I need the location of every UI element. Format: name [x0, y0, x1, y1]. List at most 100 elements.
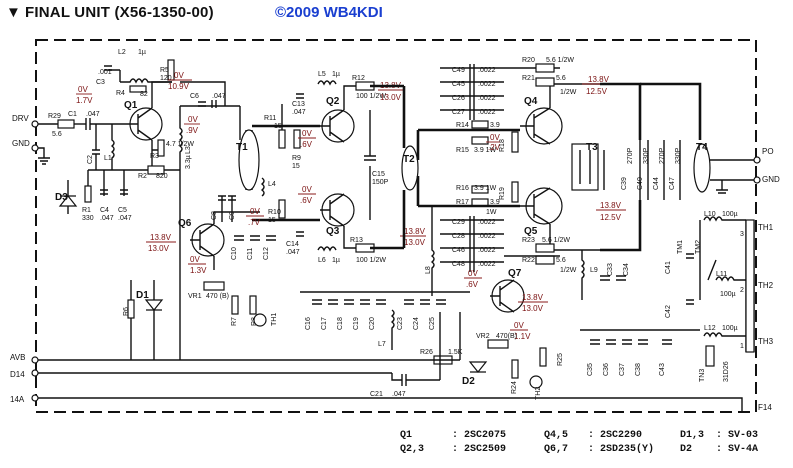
title-text: FINAL UNIT (X56-1350-00): [25, 4, 214, 21]
schematic-label: 3.9 1W: [474, 147, 497, 154]
schematic-label: 330P: [675, 147, 682, 164]
r14-resistor: [471, 120, 489, 129]
l2-inductor: [120, 78, 172, 84]
schematic-label: 100 1/2W: [356, 257, 386, 264]
c13-capacitor: [296, 93, 304, 99]
r15-resistor: [471, 136, 489, 145]
schematic-label: C41: [665, 261, 672, 274]
schematic-label: TM1: [677, 240, 684, 254]
vr1-potentiometer: [203, 281, 225, 291]
schematic-label: 3.9: [490, 122, 500, 129]
schematic-label: R25: [557, 353, 564, 366]
r21-resistor: [535, 77, 555, 87]
parts-row: D2: SV-4A: [680, 444, 759, 455]
bypass-caps-right: C35 C36 C37 C38 C43: [580, 329, 700, 376]
q1-label: Q1: [124, 100, 138, 111]
schematic-label: L7: [378, 341, 386, 348]
c3-capacitor: [104, 65, 112, 71]
schematic-label: TN3: [699, 369, 706, 382]
schematic-label: C33: [607, 263, 614, 276]
schematic-label: .6V: [466, 280, 479, 289]
schematic-label: .0022: [478, 67, 496, 74]
schematic-label: C25: [429, 317, 436, 330]
schematic-label: 0V: [250, 207, 260, 216]
schematic-label: C28: [452, 233, 465, 240]
gnd-terminal: [31, 144, 39, 152]
schematic-label: 5.6: [556, 257, 566, 264]
schematic-label: R15: [456, 147, 469, 154]
schematic-label: C38: [635, 363, 642, 376]
schematic-label: 15: [292, 163, 300, 170]
schematic-label: R3: [150, 153, 159, 160]
schematic-label: R14: [456, 122, 469, 129]
c15-capacitor: [364, 155, 376, 161]
schematic-label: C16: [305, 317, 312, 330]
c33-capacitor: [600, 275, 610, 281]
c6-capacitor: [211, 100, 217, 108]
schematic-label: L1: [104, 155, 112, 162]
l6-inductor: [317, 246, 337, 252]
schematic-label: VR1: [188, 293, 202, 300]
schematic-label: C26: [452, 95, 465, 102]
schematic-label: .0022: [478, 247, 496, 254]
schematic-label: 13.0V: [380, 93, 402, 102]
schematic-label: TM2: [695, 240, 702, 254]
schematic-label: C46: [452, 247, 465, 254]
schematic-label: .0022: [478, 81, 496, 88]
schematic-label: C47: [669, 177, 676, 190]
r3-resistor: [157, 139, 165, 157]
schematic-label: 10.9V: [168, 82, 190, 91]
schematic-label: 100µ: [722, 325, 738, 332]
schematic-label: 5.6: [52, 131, 62, 138]
schematic-label: 270P: [627, 147, 634, 164]
schematic-label: .6V: [300, 196, 313, 205]
bypass-caps-mid: C16 C17 C18 C19 C20 C23 C24 C25: [305, 299, 446, 330]
schematic-label: .0022: [478, 109, 496, 116]
schematic-label: 0V: [302, 185, 312, 194]
schematic-label: 3.3µ: [185, 155, 192, 169]
schematic-label: .2V: [488, 143, 501, 152]
schematic-label: R7: [231, 317, 238, 326]
schematic-label: 0V: [78, 85, 88, 94]
c8-capacitor: [218, 195, 226, 201]
schematic-label: 13.8V: [600, 201, 622, 210]
schematic-label: R2: [138, 173, 147, 180]
14a-terminal: [31, 394, 39, 402]
c1-capacitor: [85, 118, 91, 130]
schematic-label: 0V: [188, 115, 198, 124]
schematic-label: L11: [716, 271, 727, 278]
schematic-label: C23: [397, 317, 404, 330]
parts-row: Q1: 2SC2075: [400, 430, 507, 441]
d14-label: D14: [10, 370, 25, 379]
schematic-label: .6V: [300, 140, 313, 149]
schematic-label: R17: [456, 199, 469, 206]
t4-transformer: [693, 143, 711, 193]
schematic-label: 4.7 1/2W: [166, 141, 194, 148]
schematic-label: C36: [603, 363, 610, 376]
schematic-label: L9: [590, 267, 598, 274]
schematic-label: Q5: [524, 226, 538, 237]
schematic-label: 1/2W: [560, 89, 577, 96]
schematic-label: R20: [522, 57, 535, 64]
schematic-label: .047: [118, 215, 132, 222]
schematic-label: C35: [587, 363, 594, 376]
schematic-label: L6: [318, 257, 326, 264]
schematic-label: L5: [318, 71, 326, 78]
schematic-title: ▼FINAL UNIT (X56-1350-00): [6, 4, 214, 21]
r20-resistor: [535, 63, 555, 73]
l4-inductor: [260, 177, 265, 197]
schematic-label: C39: [621, 177, 628, 190]
schematic-label: 1µ: [332, 71, 340, 78]
schematic-label: R22: [522, 257, 535, 264]
schematic-label: L2: [118, 49, 126, 56]
r23-resistor: [535, 243, 555, 253]
schematic-label: C21: [370, 391, 383, 398]
schematic-label: L3: [185, 146, 192, 154]
r11-resistor: [278, 129, 286, 149]
schematic-label: 3: [740, 231, 744, 238]
schematic-label: 82: [140, 91, 148, 98]
schematic-label: 13.0V: [404, 238, 426, 247]
schematic-label: 0V: [514, 321, 524, 330]
schematic-label: L8: [425, 266, 432, 274]
parts-list-col3: D1,3: SV-03 D2: SV-4A: [680, 430, 758, 458]
